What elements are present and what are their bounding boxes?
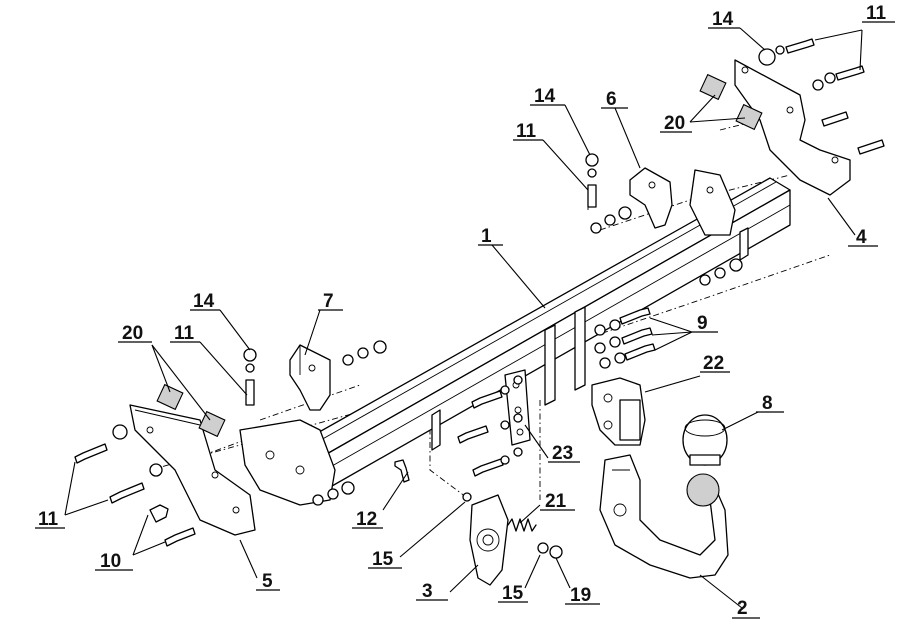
callout-11-mid-left: 11	[174, 323, 195, 344]
socket-plate	[469, 494, 509, 586]
callout-2: 2	[737, 598, 748, 619]
callout-14-center: 14	[534, 86, 556, 107]
callout-underlines	[35, 21, 895, 619]
hardware-bolts	[74, 38, 885, 559]
callout-10: 10	[100, 551, 121, 572]
ball-cap	[682, 414, 728, 466]
left-end-plate	[239, 419, 336, 506]
callout-15-left: 15	[372, 549, 394, 570]
callout-7: 7	[323, 291, 334, 312]
callout-11-center: 11	[516, 121, 537, 142]
right-end-plate	[689, 169, 736, 236]
callout-20-right: 20	[664, 113, 685, 134]
callout-9: 9	[697, 313, 708, 334]
clips	[156, 73, 763, 438]
callout-labels: 1 2 3 4 5 6 7 8 9 10 11 11 11 11 12 14 1…	[38, 3, 887, 619]
callout-1: 1	[481, 226, 492, 247]
left-mount-bracket	[289, 344, 331, 411]
callout-11-left: 11	[38, 509, 59, 530]
callout-14-top-right: 14	[712, 9, 734, 30]
coil-spring	[507, 518, 537, 532]
spacer-plates	[504, 369, 531, 446]
callout-12: 12	[356, 509, 377, 530]
towball-neck	[599, 454, 729, 579]
callout-6: 6	[606, 89, 617, 110]
callout-14-left: 14	[193, 291, 215, 312]
callout-15-right: 15	[502, 583, 524, 604]
left-side-bracket	[129, 404, 256, 536]
callout-11-top-right: 11	[866, 3, 887, 24]
callout-19: 19	[570, 585, 591, 606]
callout-4: 4	[856, 227, 867, 248]
coupling-housing	[591, 377, 646, 446]
callout-5: 5	[262, 571, 273, 592]
callout-8: 8	[762, 393, 773, 414]
callout-20-left: 20	[122, 323, 143, 344]
callout-22: 22	[703, 353, 724, 374]
leader-lines	[64, 27, 863, 609]
callout-21: 21	[545, 491, 567, 512]
callout-3: 3	[422, 581, 433, 602]
right-side-bracket	[734, 59, 851, 196]
callout-23: 23	[552, 443, 573, 464]
right-mount-bracket	[629, 167, 673, 229]
